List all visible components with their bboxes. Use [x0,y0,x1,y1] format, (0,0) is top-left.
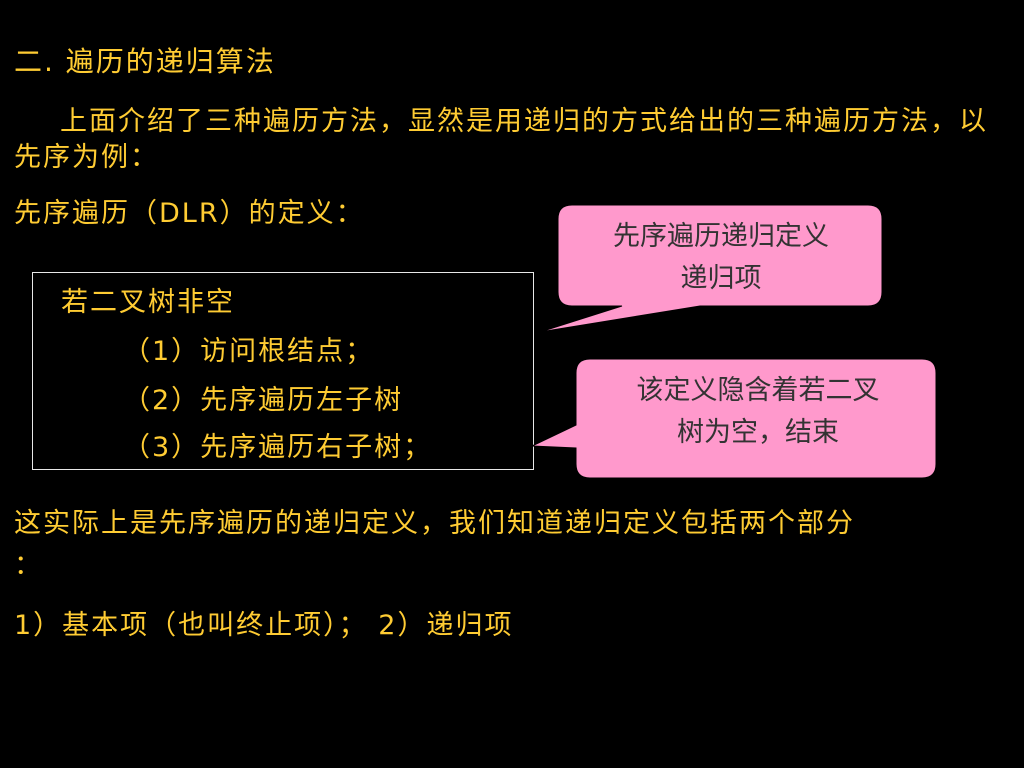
callout-top-line-2: 递归项 [680,263,762,294]
definition-heading: 先序遍历（DLR）的定义： [14,198,365,229]
intro-text: 上面介绍了三种遍历方法，显然是用递归的方式给出的三种遍历方法，以先序为例： [14,106,988,173]
explanation-line-1: 这实际上是先序遍历的递归定义，我们知道递归定义包括两个部分 [14,508,855,539]
callout-top-bubble [539,204,883,333]
definition-step-2: （2）先序遍历左子树 [123,385,404,416]
slide-title: 二. 遍历的递归算法 [14,45,276,78]
intro-paragraph: 上面介绍了三种遍历方法，显然是用递归的方式给出的三种遍历方法，以先序为例： [14,104,1014,176]
definition-step-3: （3）先序遍历右子树； [123,432,433,463]
callout-bottom-line-2: 树为空，结束 [677,417,839,448]
callout-bottom-bubble [531,358,937,479]
callout-bottom-line-1: 该定义隐含着若二叉 [636,375,880,406]
parts-line: 1）基本项（也叫终止项）； 2）递归项 [14,610,514,641]
definition-step-1: （1）访问根结点； [123,336,375,367]
explanation-line-2: ： [14,550,43,581]
callout-top-line-1: 先序遍历递归定义 [613,221,829,252]
definition-condition: 若二叉树非空 [61,287,235,318]
definition-box: 若二叉树非空 （1）访问根结点； （2）先序遍历左子树 （3）先序遍历右子树； [32,272,534,470]
callout-bottom-text: 该定义隐含着若二叉 树为空，结束 [580,370,936,454]
callout-top-text: 先序遍历递归定义 递归项 [562,216,880,300]
